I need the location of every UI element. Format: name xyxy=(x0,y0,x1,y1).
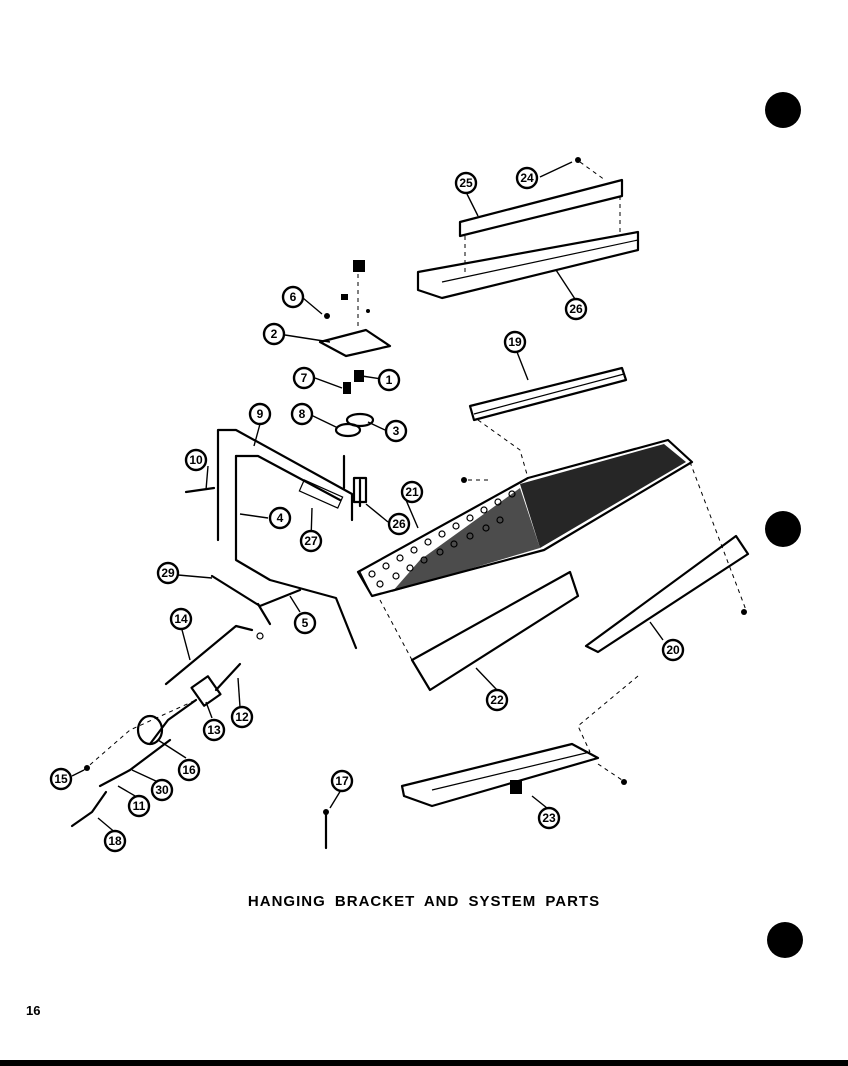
callout-12: 12 xyxy=(230,705,254,729)
diagram-title: HANGING BRACKET AND SYSTEM PARTS xyxy=(247,893,601,910)
callout-15: 15 xyxy=(49,767,73,791)
drip-pan-22 xyxy=(379,570,580,692)
callout-30: 30 xyxy=(150,778,174,802)
callout-5: 5 xyxy=(293,611,317,635)
svg-text:26: 26 xyxy=(392,517,406,531)
side-tray-20 xyxy=(584,461,750,654)
binder-hole-top xyxy=(765,92,801,128)
callout-16: 16 xyxy=(177,758,201,782)
callout-3: 3 xyxy=(384,419,408,443)
callout-26-bracket: 26 xyxy=(564,297,588,321)
svg-text:1: 1 xyxy=(386,373,393,387)
svg-text:23: 23 xyxy=(542,811,556,825)
callout-6: 6 xyxy=(281,285,305,309)
svg-text:22: 22 xyxy=(490,693,504,707)
svg-text:5: 5 xyxy=(302,616,309,630)
callout-27: 27 xyxy=(299,529,323,553)
callout-29: 29 xyxy=(156,561,180,585)
lower-system-parts xyxy=(70,574,329,850)
svg-text:29: 29 xyxy=(161,566,175,580)
callout-20-tray: 20 xyxy=(661,638,685,662)
svg-text:13: 13 xyxy=(207,723,221,737)
binder-hole-bottom xyxy=(767,922,803,958)
binder-hole-middle xyxy=(765,511,801,547)
hanging-bracket-top xyxy=(416,157,640,300)
callout-26-tube: 26 xyxy=(387,512,411,536)
page-number: 16 xyxy=(26,1003,41,1018)
callout-9: 9 xyxy=(248,402,272,426)
svg-text:18: 18 xyxy=(108,834,122,848)
callout-23: 23 xyxy=(537,806,561,830)
callout-8: 8 xyxy=(290,402,314,426)
svg-text:2: 2 xyxy=(271,327,278,341)
callout-2: 2 xyxy=(262,322,286,346)
callout-25: 25 xyxy=(454,171,478,195)
svg-text:15: 15 xyxy=(54,772,68,786)
svg-text:30: 30 xyxy=(155,783,169,797)
base-pan-23 xyxy=(400,675,639,808)
refrigerant-tubing xyxy=(184,428,368,650)
svg-text:16: 16 xyxy=(182,763,196,777)
callout-19: 19 xyxy=(503,330,527,354)
svg-text:11: 11 xyxy=(133,799,146,813)
svg-text:6: 6 xyxy=(290,290,297,304)
svg-text:21: 21 xyxy=(405,485,419,499)
callout-1: 1 xyxy=(377,368,401,392)
svg-text:7: 7 xyxy=(301,371,308,385)
svg-text:9: 9 xyxy=(257,407,264,421)
leader-lines xyxy=(71,161,664,835)
callout-4: 4 xyxy=(268,506,292,530)
svg-text:17: 17 xyxy=(335,774,349,788)
callout-14: 14 xyxy=(169,607,193,631)
callout-17: 17 xyxy=(330,769,354,793)
callout-13: 13 xyxy=(202,718,226,742)
callout-7: 7 xyxy=(292,366,316,390)
svg-text:25: 25 xyxy=(459,176,473,190)
svg-text:3: 3 xyxy=(393,424,400,438)
callout-24: 24 xyxy=(515,166,539,190)
evaporator-coil xyxy=(356,419,694,598)
svg-text:24: 24 xyxy=(520,171,534,185)
svg-text:26: 26 xyxy=(569,302,583,316)
valve-assembly xyxy=(318,260,392,438)
svg-text:27: 27 xyxy=(304,534,318,548)
svg-text:20: 20 xyxy=(666,643,680,657)
callout-10-upper: 10 xyxy=(184,448,208,472)
callout-22: 22 xyxy=(485,688,509,712)
svg-text:8: 8 xyxy=(299,407,306,421)
callout-11: 11 xyxy=(127,794,151,818)
svg-text:14: 14 xyxy=(174,612,188,626)
callout-21: 21 xyxy=(400,480,424,504)
svg-text:19: 19 xyxy=(508,335,522,349)
svg-text:12: 12 xyxy=(235,710,249,724)
callout-18: 18 xyxy=(103,829,127,853)
svg-text:4: 4 xyxy=(277,511,284,525)
part-19-strip xyxy=(468,366,628,422)
svg-text:10: 10 xyxy=(189,453,203,467)
